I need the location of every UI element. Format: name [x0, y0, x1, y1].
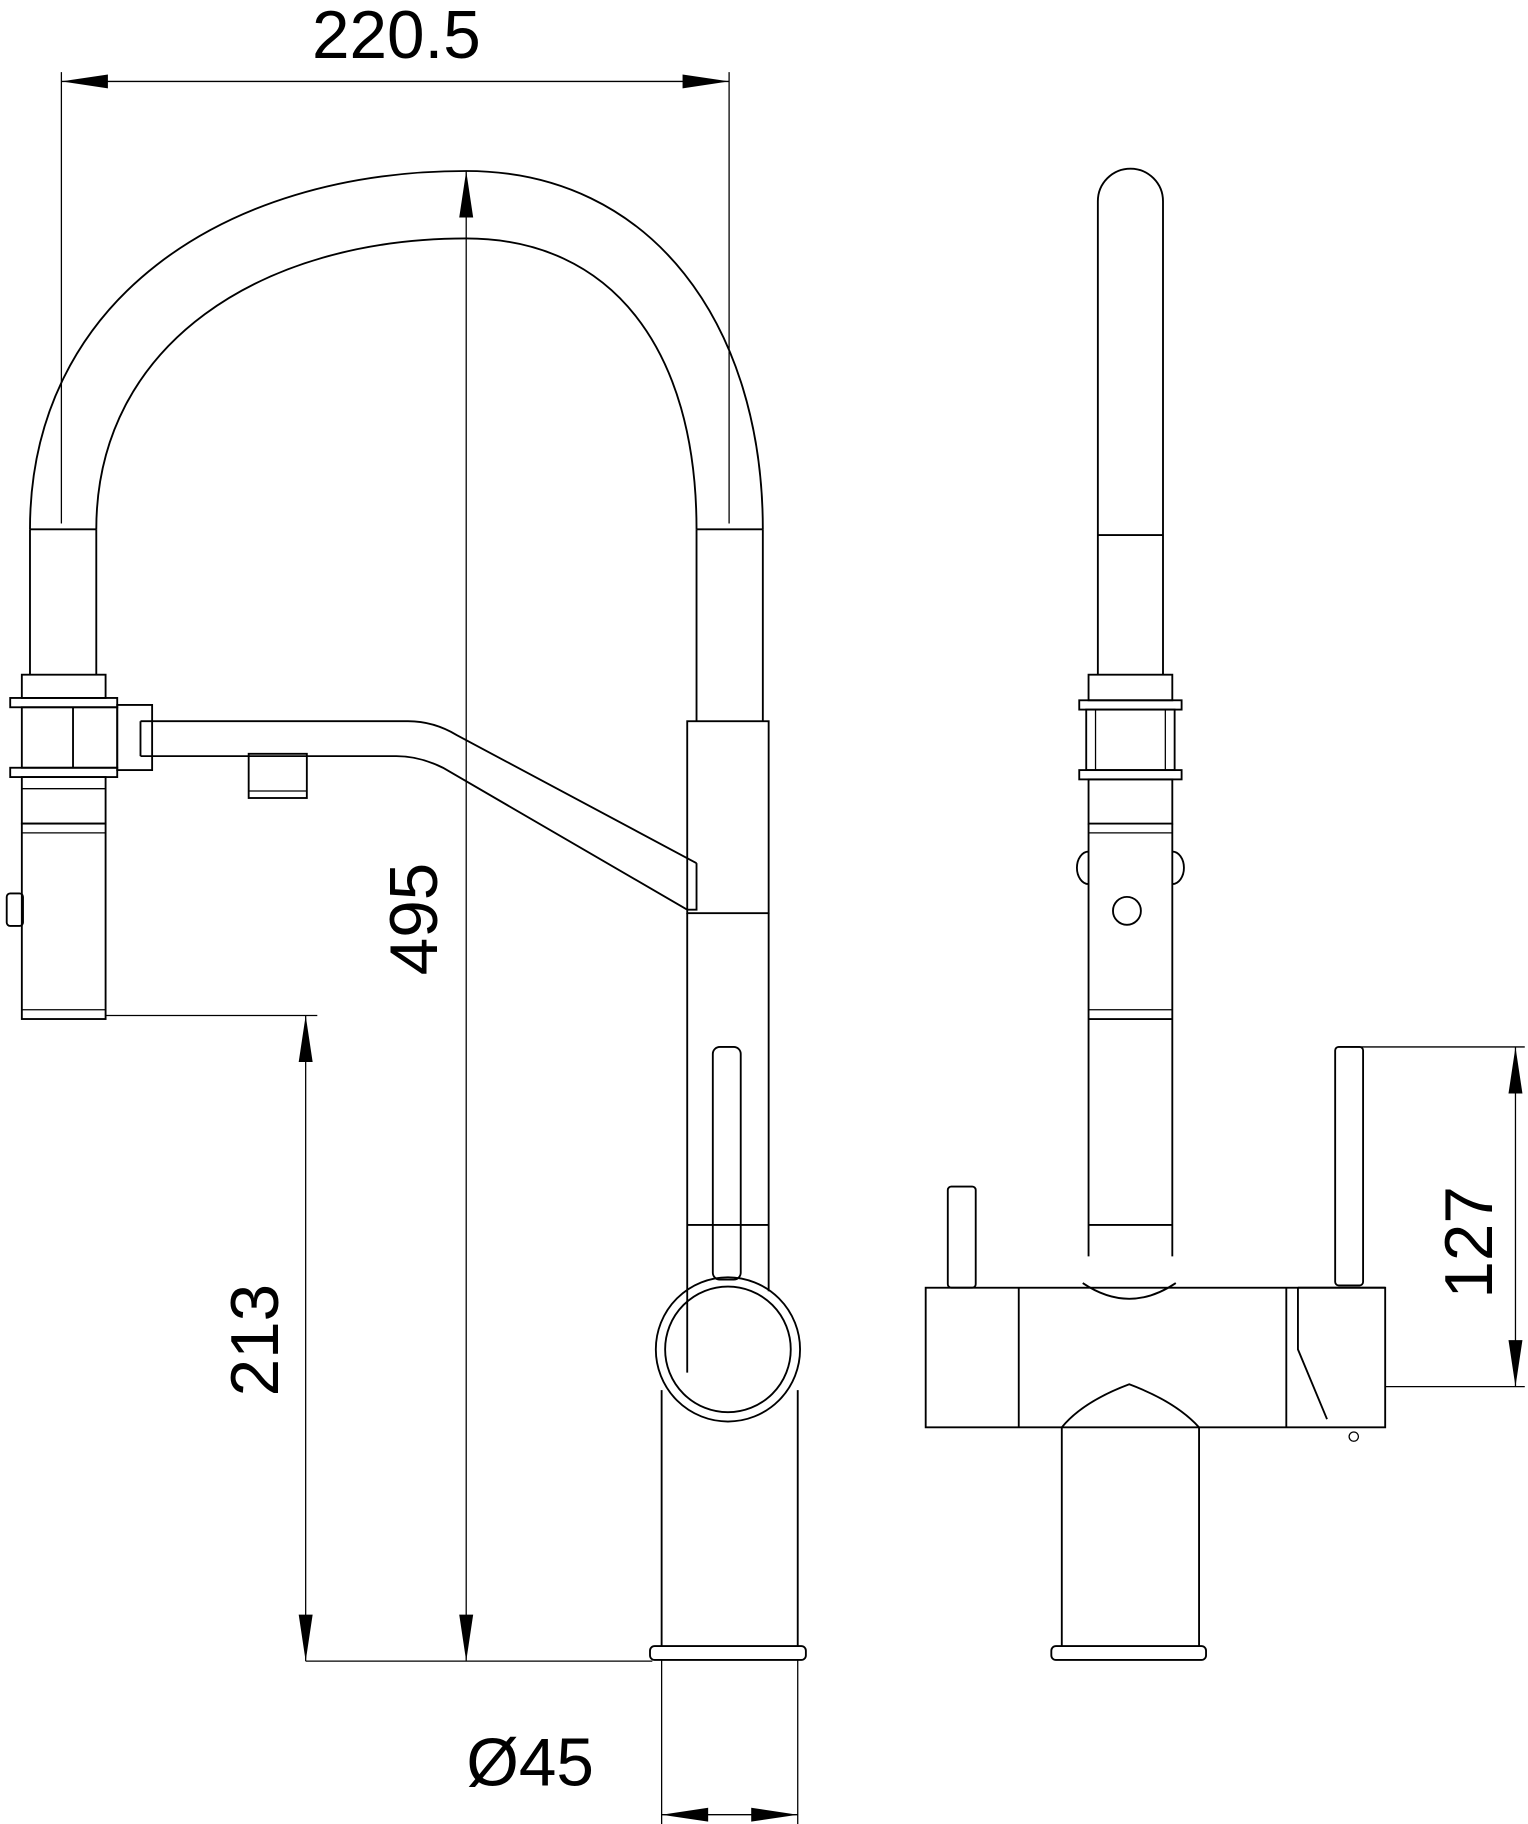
base-stem-front	[1060, 1427, 1200, 1647]
hot-lever	[1334, 1046, 1365, 1287]
pull-out-spray-head-front	[1075, 823, 1185, 1257]
dimension-label: 220.5	[312, 0, 481, 73]
dimension-label: 495	[377, 863, 452, 976]
control-knob-outer	[654, 1276, 801, 1423]
dimension-spout-reach: 220.5	[60, 0, 730, 524]
body-saddle	[1061, 1383, 1200, 1428]
dimension-base-diameter: Ø45	[466, 1659, 799, 1824]
body-upper	[686, 720, 770, 915]
pull-out-spray-head	[5, 822, 107, 1020]
body-neck	[1082, 1282, 1177, 1300]
aerator	[247, 752, 308, 799]
spray-holder	[9, 673, 154, 825]
dimension-lever-height: 127	[1350, 1046, 1525, 1388]
lever-handle	[711, 1046, 742, 1281]
hose-right	[695, 528, 764, 722]
control-knob-inner	[664, 1285, 792, 1414]
hose-front	[1096, 167, 1164, 675]
front-view	[924, 167, 1387, 1661]
base-plate-front	[1050, 1645, 1207, 1661]
arch-hose-outer	[29, 170, 764, 530]
body-column	[686, 913, 770, 1373]
side-view	[5, 170, 807, 1661]
arch-hose-inner	[95, 237, 698, 530]
base-stem	[660, 1390, 799, 1647]
dimension-total-height: 495	[377, 171, 474, 1662]
spout-arm	[140, 720, 698, 911]
valve-body	[924, 1286, 1387, 1429]
dimension-outlet-height: 213	[105, 1014, 653, 1662]
spray-button	[1112, 895, 1142, 926]
dimension-label: 127	[1432, 1186, 1507, 1299]
hose-left	[29, 528, 98, 675]
dimension-label: 213	[218, 1284, 293, 1397]
dimension-label: Ø45	[466, 1726, 594, 1801]
base-plate	[649, 1645, 807, 1661]
cold-lever	[946, 1185, 977, 1289]
